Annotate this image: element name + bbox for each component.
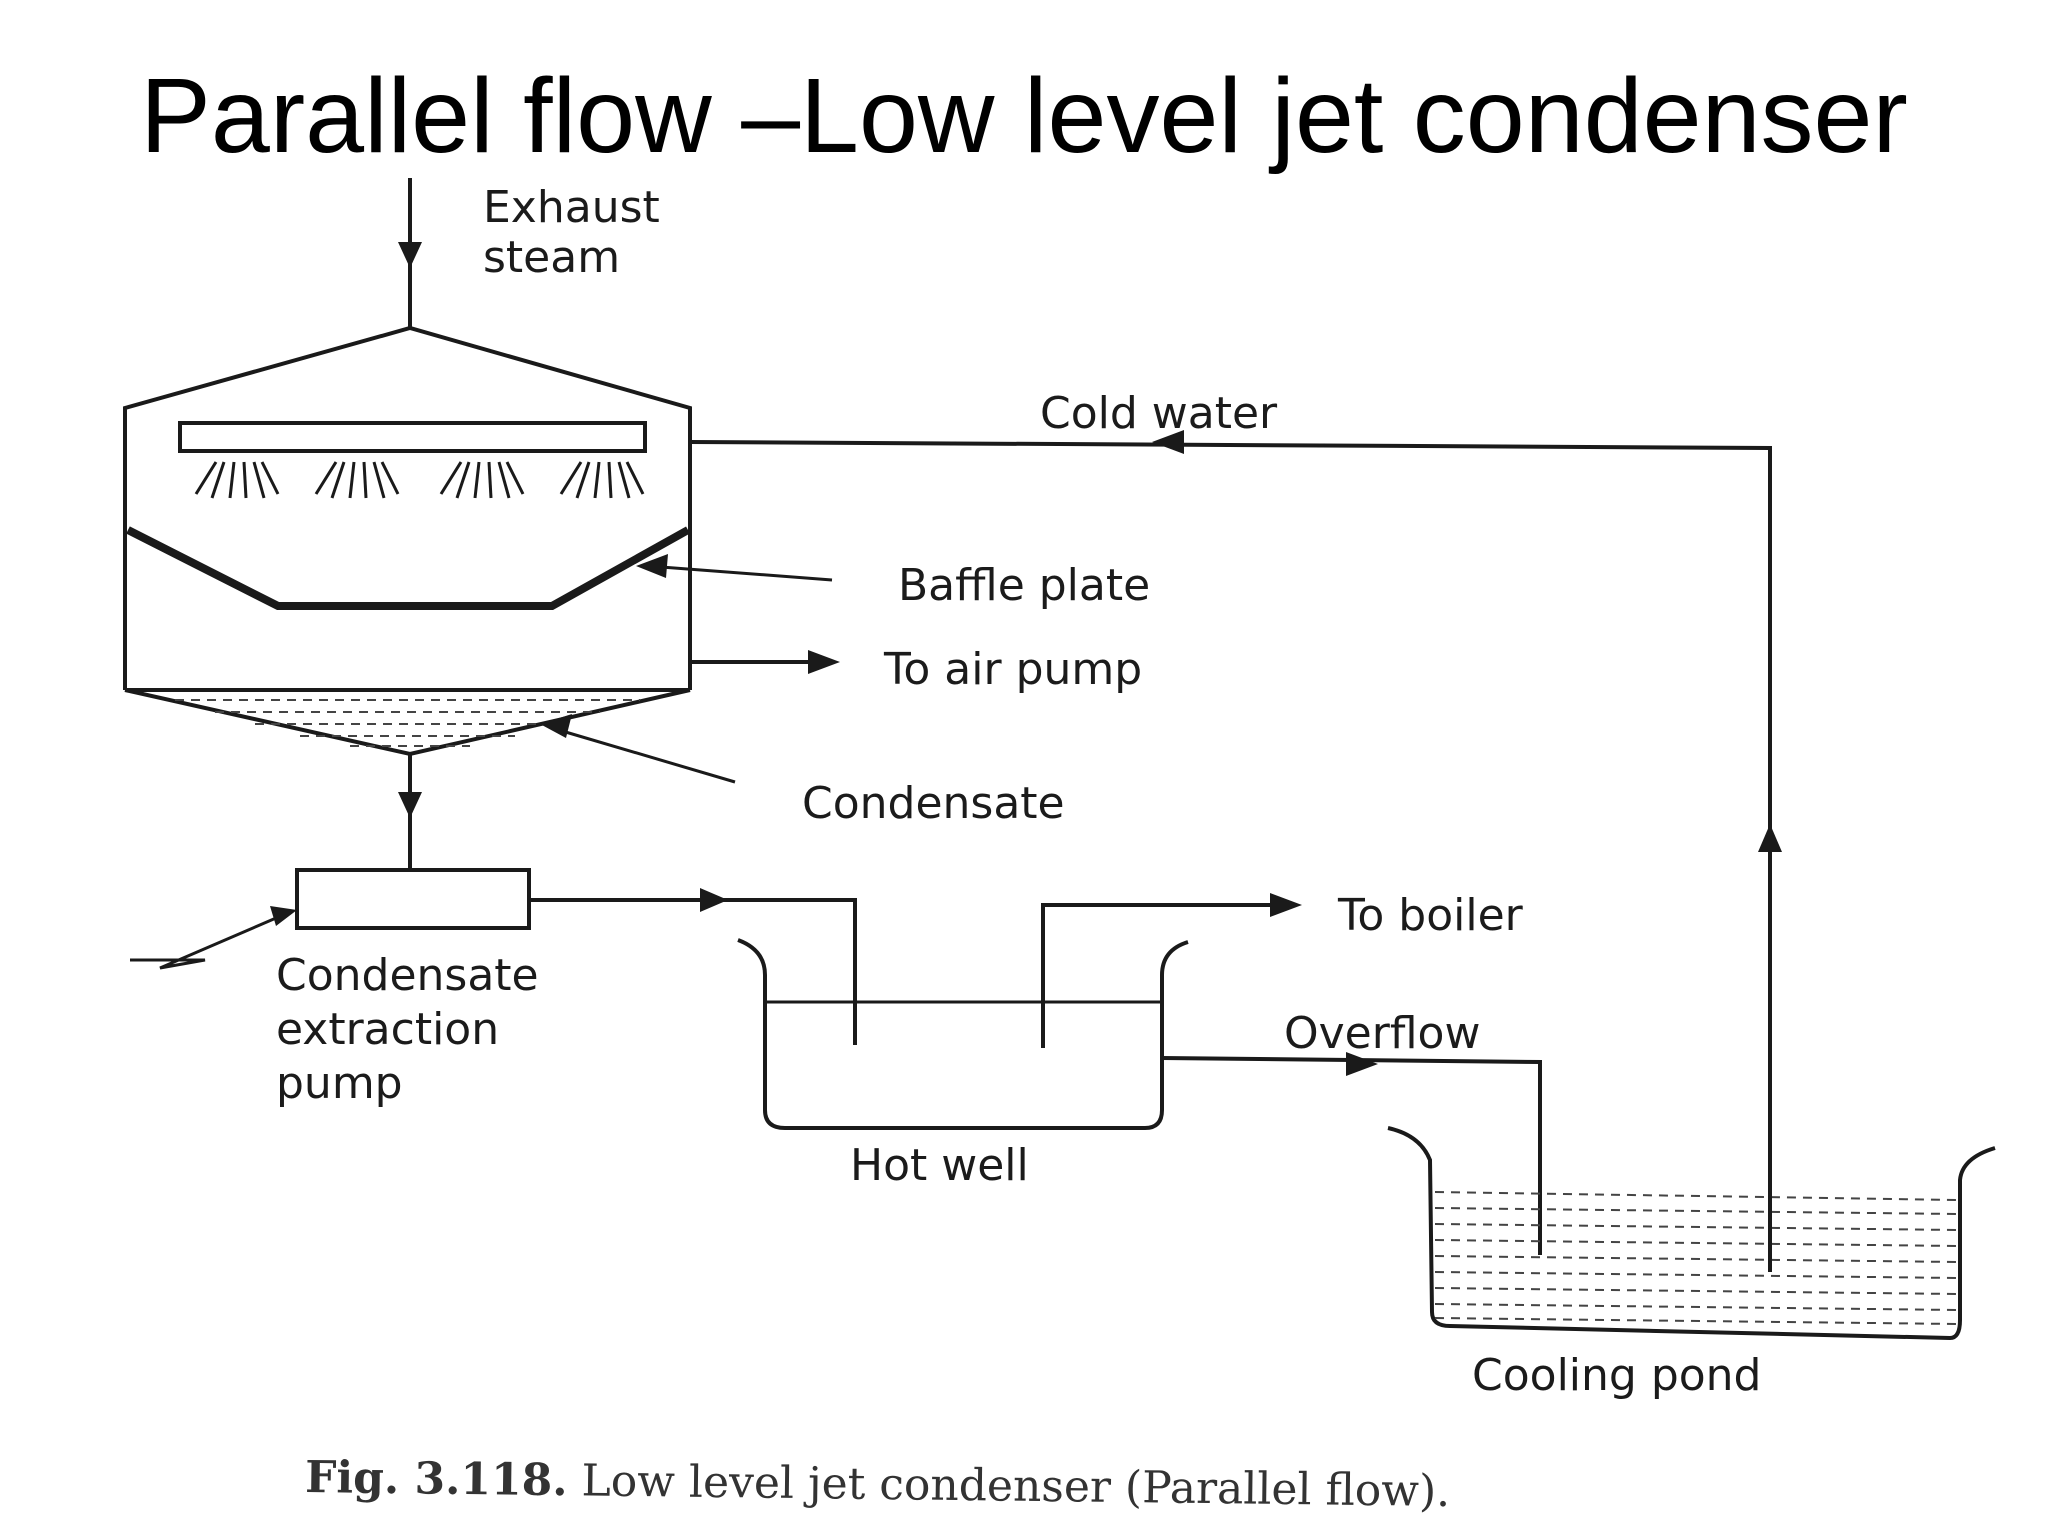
air-pump-line: [690, 650, 840, 674]
label-condensate: Condensate: [802, 778, 1065, 829]
pump-to-hotwell-pipe: [529, 888, 857, 1045]
label-pump-line-2: extraction: [276, 1004, 499, 1055]
hotwell-to-boiler-pipe: [1041, 893, 1302, 1048]
figure-caption: Fig. 3.118. Low level jet condenser (Par…: [305, 1452, 1451, 1517]
condenser-shell: [123, 325, 692, 757]
spray-header: [178, 421, 647, 453]
caption-text: Low level jet condenser (Parallel flow).: [567, 1455, 1450, 1517]
cooling-pond: [1387, 1126, 1996, 1341]
cold-water-pipe: [689, 430, 1782, 1272]
condensate-fill: [175, 699, 640, 747]
water-sprays: [194, 461, 645, 499]
condensate-outlet: [398, 754, 422, 870]
slide-title: Parallel flow –Low level jet condenser: [140, 57, 1908, 175]
baffle-plate: [126, 526, 690, 610]
label-exhaust-steam-2: steam: [483, 232, 620, 283]
label-to-boiler: To boiler: [1337, 890, 1524, 941]
hot-well-tank: [737, 938, 1189, 1130]
label-cooling-pond: Cooling pond: [1472, 1350, 1761, 1401]
label-hot-well: Hot well: [850, 1140, 1029, 1191]
label-baffle-plate: Baffle plate: [898, 560, 1150, 611]
caption-prefix: Fig. 3.118.: [305, 1452, 568, 1506]
pump-drive: [130, 906, 297, 970]
label-to-air-pump: To air pump: [883, 644, 1142, 695]
label-pump-line-3: pump: [276, 1058, 403, 1109]
label-exhaust-steam-1: Exhaust: [483, 182, 660, 233]
label-overflow: Overflow: [1284, 1008, 1480, 1059]
exhaust-steam-inlet: [398, 178, 422, 328]
label-cold-water: Cold water: [1040, 388, 1278, 439]
label-pump-line-1: Condensate: [276, 950, 539, 1001]
overflow-pipe: [1161, 1052, 1542, 1255]
baffle-plate-pointer: [636, 554, 833, 582]
condensate-extraction-pump: [295, 868, 531, 930]
condensate-pointer: [540, 714, 736, 784]
